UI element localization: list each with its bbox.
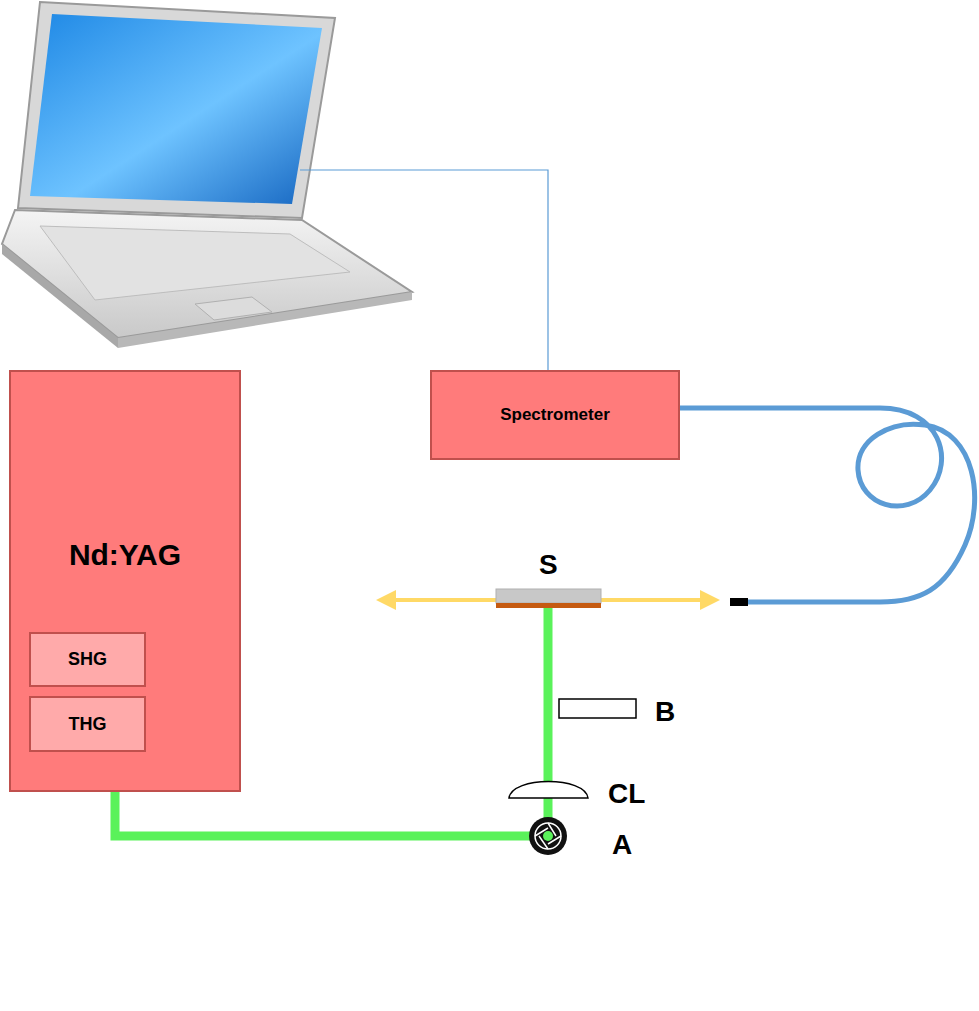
sample-film	[496, 603, 601, 608]
sample-plate	[496, 589, 601, 603]
part-label: CL	[608, 778, 645, 810]
part-label: S	[539, 549, 558, 581]
data-cable	[300, 170, 548, 370]
lens-symbol	[509, 782, 588, 799]
filter-element	[559, 699, 636, 718]
harmonic-module: THG	[29, 696, 146, 752]
aperture-icon	[529, 817, 567, 855]
harmonic-module: SHG	[29, 632, 146, 687]
optical-fiber	[668, 408, 975, 602]
node-text: SHG	[31, 649, 144, 670]
laser-box: Nd:YAG SHG THG	[9, 370, 241, 792]
part-label: A	[612, 829, 632, 861]
node-text: Spectrometer	[432, 405, 678, 425]
emission-arrows	[376, 590, 720, 610]
node-text: Nd:YAG	[11, 538, 239, 572]
fiber-tip	[730, 598, 748, 606]
spectrometer-box: Spectrometer	[430, 370, 680, 460]
laptop-icon	[2, 2, 412, 348]
node-text: THG	[31, 714, 144, 735]
part-label: B	[655, 696, 675, 728]
